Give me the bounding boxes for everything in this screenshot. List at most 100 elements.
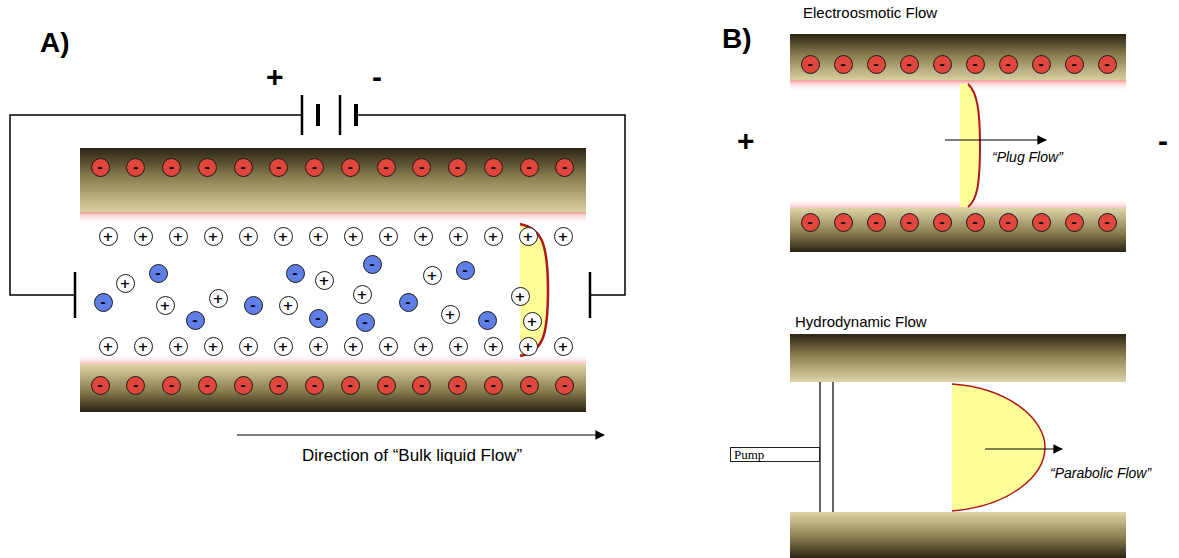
wall-charge: -: [1032, 55, 1051, 74]
cation: +: [274, 227, 293, 246]
cation: +: [134, 337, 153, 356]
cation: +: [239, 227, 258, 246]
wall-charge: -: [966, 55, 985, 74]
anion: -: [478, 311, 497, 330]
node-text: +: [527, 315, 538, 328]
node-text: -: [807, 216, 812, 229]
cation: +: [414, 227, 433, 246]
node-text: -: [100, 296, 105, 309]
anion: -: [94, 293, 113, 312]
node-text: +: [160, 299, 171, 312]
node-text: -: [455, 379, 460, 392]
wall-charge: -: [162, 158, 181, 177]
cation: +: [449, 337, 468, 356]
wall-charge: -: [234, 376, 253, 395]
double-layer-glow: [80, 212, 586, 224]
node-text: +: [313, 230, 324, 243]
cathode-sign: -: [1158, 124, 1168, 157]
flow-direction-label: Direction of “Bulk liquid Flow”: [302, 447, 522, 466]
wall-charge: -: [834, 213, 853, 232]
wall-charge: -: [305, 376, 324, 395]
battery-plate: [354, 104, 358, 126]
cation: +: [274, 337, 293, 356]
wall-charge: -: [1032, 213, 1051, 232]
capillary-wall: [790, 208, 1126, 252]
wall-charge: -: [91, 158, 110, 177]
node-text: -: [807, 58, 812, 71]
node-text: -: [939, 58, 944, 71]
flow-arrow: [237, 434, 604, 435]
battery-positive: +: [266, 60, 284, 93]
wall-charge: -: [198, 158, 217, 177]
node-text: -: [562, 379, 567, 392]
node-text: -: [240, 161, 245, 174]
node-text: -: [133, 161, 138, 174]
flow-arrow: [985, 448, 1062, 449]
cation: +: [484, 227, 503, 246]
battery-plate: [301, 95, 304, 135]
wall-charge: -: [269, 158, 288, 177]
wall-charge: -: [900, 213, 919, 232]
cation: +: [309, 227, 328, 246]
node-text: -: [1071, 216, 1076, 229]
anode-sign: +: [737, 124, 755, 157]
node-text: -: [526, 161, 531, 174]
node-text: +: [278, 340, 289, 353]
node-text: -: [240, 379, 245, 392]
node-text: +: [523, 230, 534, 243]
node-text: -: [455, 161, 460, 174]
label-holder: Electroosmotic Flow: [803, 5, 937, 22]
cation: +: [344, 337, 363, 356]
node-text: -: [972, 216, 977, 229]
node-text: +: [173, 230, 184, 243]
node-text: Pump: [734, 448, 764, 461]
label-holder: Hydrodynamic Flow: [795, 314, 927, 331]
node-text: -: [383, 161, 388, 174]
cation: +: [449, 227, 468, 246]
wall-charge: -: [999, 213, 1018, 232]
capillary-wall: [790, 512, 1126, 558]
label-holder: -: [1158, 124, 1168, 157]
flow-arrow: [945, 139, 1046, 140]
cation: +: [99, 337, 118, 356]
wall-charge: -: [269, 376, 288, 395]
capillary-wall: [80, 364, 586, 412]
node-text: -: [1071, 58, 1076, 71]
node-text: +: [103, 230, 114, 243]
cation: +: [344, 227, 363, 246]
node-text: -: [906, 58, 911, 71]
node-text: -: [1005, 216, 1010, 229]
node-text: +: [445, 308, 456, 321]
electrode: [74, 272, 77, 318]
section-title: Hydrodynamic Flow: [795, 314, 927, 331]
node-text: +: [453, 230, 464, 243]
wall-charge: -: [999, 55, 1018, 74]
wall-charge: -: [448, 158, 467, 177]
plug-profile: [960, 84, 980, 207]
profile-label: “Plug Flow”: [992, 150, 1063, 165]
label-holder: “Plug Flow”: [992, 150, 1063, 165]
node-text: +: [208, 230, 219, 243]
node-text: -: [1104, 58, 1109, 71]
piston: [832, 382, 833, 512]
cation: +: [523, 312, 542, 331]
label-holder: +: [737, 124, 755, 157]
cation: +: [379, 337, 398, 356]
node-text: -: [491, 379, 496, 392]
node-text: -: [169, 161, 174, 174]
wall-charge: -: [198, 376, 217, 395]
panel-label: A): [40, 28, 70, 59]
wall-charge: -: [305, 158, 324, 177]
wall-charge: -: [867, 213, 886, 232]
cation: +: [441, 305, 460, 324]
node-text: +: [383, 340, 394, 353]
node-text: +: [558, 230, 569, 243]
node-text: -: [526, 379, 531, 392]
wall-charge: -: [377, 376, 396, 395]
anion: -: [149, 264, 168, 283]
wall-charge: -: [341, 158, 360, 177]
capillary-wall: [790, 334, 1126, 382]
node-text: -: [972, 58, 977, 71]
node-text: -: [419, 161, 424, 174]
